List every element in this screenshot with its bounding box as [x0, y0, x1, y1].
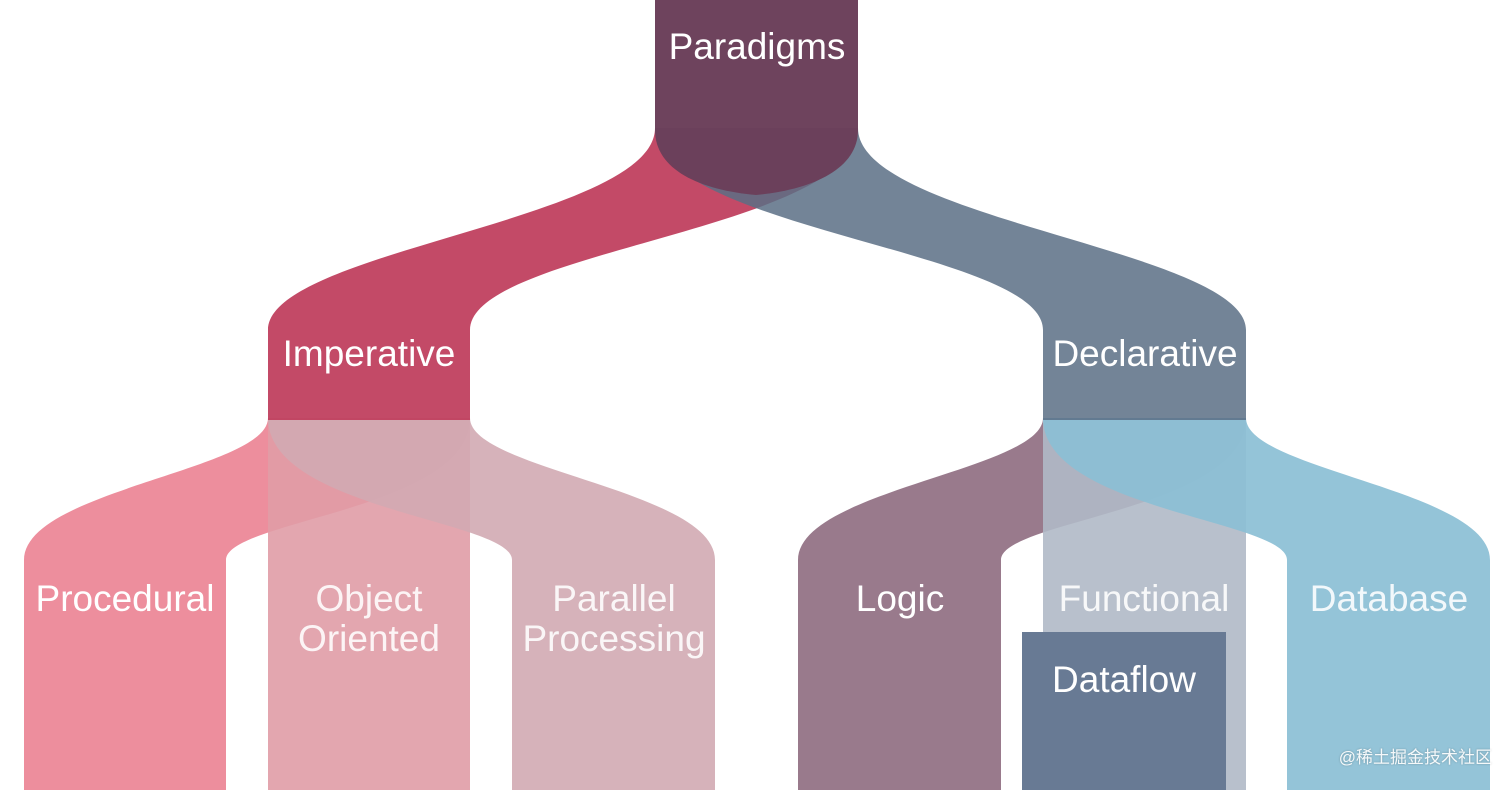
root-label-paradigms: Paradigms [668, 26, 846, 67]
leaf-label-dataflow: Dataflow [1052, 659, 1196, 700]
branch-label-imperative: Imperative [282, 333, 456, 374]
ribbon-parallel-processing [268, 418, 715, 790]
leaf-label-object-oriented: Object Oriented [298, 579, 440, 659]
leaf-label-object-line1: Object [315, 578, 423, 619]
branch-label-declarative: Declarative [1052, 333, 1238, 374]
ribbon-paradigms [655, 0, 858, 195]
ribbon-declarative [655, 128, 1246, 420]
leaf-label-logic: Logic [855, 578, 945, 619]
leaf-label-procedural: Procedural [35, 578, 215, 619]
ribbon-logic [798, 418, 1246, 790]
ribbon-imperative [268, 128, 858, 420]
leaf-label-functional: Functional [1058, 578, 1230, 619]
leaf-label-database: Database [1309, 578, 1469, 619]
leaf-label-parallel-processing: Parallel Processing [522, 579, 705, 659]
dataflow-box [1022, 632, 1226, 790]
leaf-label-oriented-line2: Oriented [298, 618, 440, 659]
watermark: @稀土掘金技术社区 [1338, 748, 1492, 767]
leaf-label-processing-line2: Processing [522, 618, 706, 659]
ribbon-database [1043, 418, 1490, 790]
leaf-label-parallel-line1: Parallel [552, 578, 676, 619]
ribbon-procedural [24, 418, 470, 790]
